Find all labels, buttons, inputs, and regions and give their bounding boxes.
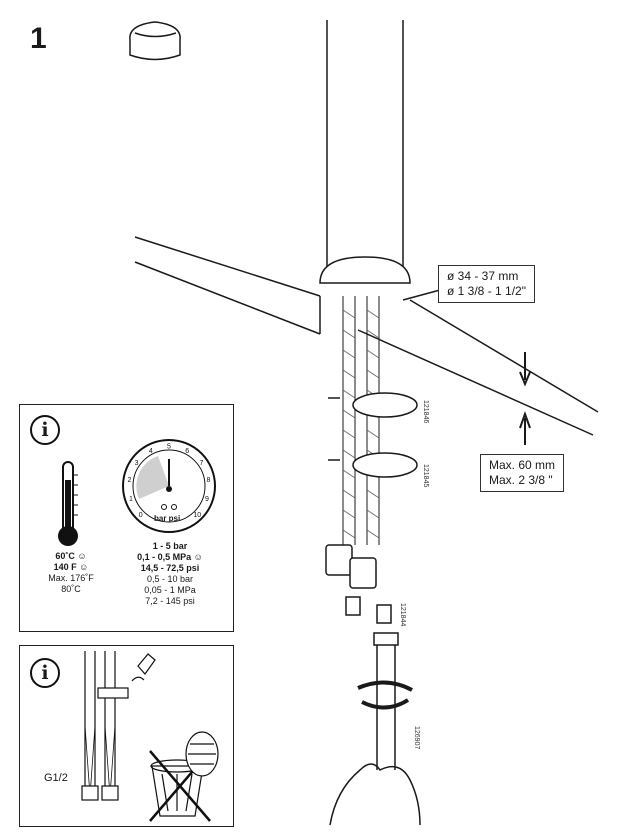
bin-icon	[151, 765, 204, 817]
info-icon: i	[30, 415, 60, 445]
info-icon: i	[30, 658, 60, 688]
max-thickness-label: Max. 60 mm Max. 2 3/8 "	[480, 454, 565, 492]
part-code-a: 121846	[422, 400, 429, 424]
part-code-d: 126907	[413, 726, 420, 750]
temp-line-3: Max. 176˚F	[48, 573, 94, 583]
hole-diameter-in: ø 1 3/8 - 1 1/2"	[447, 284, 526, 298]
info-panel-handling: i G1/2	[19, 645, 234, 827]
pressure-line-5: 0,05 - 1 MPa	[144, 585, 196, 595]
thread-label: G1/2	[44, 772, 68, 784]
gauge-tick-label: 10	[193, 512, 201, 519]
gauge-tick-label: 9	[205, 496, 209, 503]
mounting-plate-1	[352, 392, 418, 418]
pressure-line-4: 0,5 - 10 bar	[146, 574, 194, 584]
countertop	[134, 236, 599, 436]
hand	[329, 763, 421, 826]
max-thickness-mm: Max. 60 mm	[489, 458, 556, 472]
info-panel-pressure-temperature: i 60˚C ☺ 140 F ☺ Max. 176˚F 80˚C 0 1 2 3 4 5 6…	[19, 404, 234, 632]
gauge-units: bar psi	[154, 514, 181, 523]
gauge-tick-label: 4	[149, 448, 153, 455]
faucet-body	[326, 20, 404, 268]
pressure-line-3: 14,5 - 72,5 psi	[140, 563, 200, 573]
gauge-tick-label: 8	[207, 477, 211, 484]
temp-line-4: 80˚C	[61, 584, 81, 594]
hole-diameter-mm: ø 34 - 37 mm	[447, 269, 519, 283]
part-code-b: 121845	[422, 464, 429, 488]
gauge-tick-label: 0	[139, 512, 143, 519]
pressure-gauge-icon: 0 1 2 3 4 5 6 7 8 9 10	[122, 439, 216, 533]
mounting-plate-2	[352, 452, 418, 478]
hose-right	[366, 296, 380, 545]
gauge-tick-label: 1	[129, 496, 133, 503]
temp-line-1: 60˚C ☺	[55, 551, 87, 561]
pressure-line-6: 7,2 - 145 psi	[145, 596, 195, 606]
pressure-line-1: 1 - 5 bar	[152, 541, 188, 551]
hole-diameter-label: ø 34 - 37 mm ø 1 3/8 - 1 1/2"	[438, 265, 535, 303]
gauge-tick-label: 7	[199, 460, 203, 467]
hose-nut-right	[349, 557, 377, 589]
gauge-tick-label: 3	[135, 460, 139, 467]
part-code-c: 121844	[399, 603, 406, 627]
pressure-line-2: 0,1 - 0,5 MPa ☺	[137, 552, 203, 562]
hose-nut-left	[325, 544, 353, 576]
gauge-tick-label: 6	[185, 448, 189, 455]
finger-icon	[131, 653, 156, 682]
washer-part	[129, 21, 181, 61]
gauge-tick-label: 5	[167, 444, 171, 451]
handling-illustration	[81, 651, 219, 822]
gauge-tick-label: 2	[128, 477, 132, 484]
hose-left	[342, 296, 356, 545]
step-number: 1	[30, 22, 47, 55]
max-thickness-in: Max. 2 3/8 "	[489, 473, 553, 487]
temp-line-2: 140 F ☺	[53, 562, 89, 572]
thermometer-icon	[58, 461, 78, 546]
